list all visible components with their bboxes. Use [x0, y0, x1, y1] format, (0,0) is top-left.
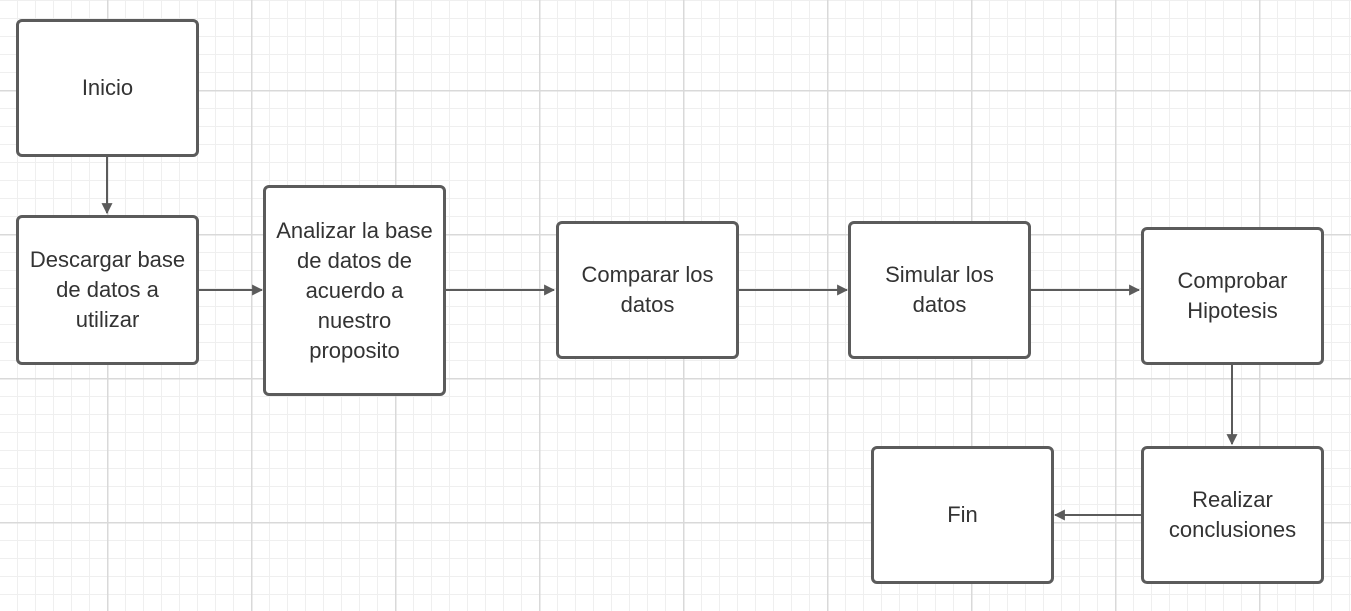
- node-descargar-label: Descargar base de datos a utilizar: [29, 247, 186, 332]
- node-simular[interactable]: Simular los datos: [848, 221, 1031, 359]
- node-comprobar-label: Comprobar Hipotesis: [1177, 268, 1288, 323]
- node-comparar[interactable]: Comparar los datos: [556, 221, 739, 359]
- node-analizar[interactable]: Analizar la base de datos de acuerdo a n…: [263, 185, 446, 396]
- node-inicio[interactable]: Inicio: [16, 19, 199, 157]
- node-descargar[interactable]: Descargar base de datos a utilizar: [16, 215, 199, 365]
- node-analizar-label: Analizar la base de datos de acuerdo a n…: [276, 217, 433, 363]
- node-fin-label: Fin: [947, 502, 978, 527]
- node-simular-label: Simular los datos: [885, 262, 994, 317]
- node-realizar-label: Realizar conclusiones: [1168, 487, 1297, 542]
- node-fin[interactable]: Fin: [871, 446, 1054, 584]
- node-realizar[interactable]: Realizar conclusiones: [1141, 446, 1324, 584]
- node-comparar-label: Comparar los datos: [581, 262, 714, 317]
- node-inicio-label: Inicio: [81, 75, 134, 100]
- node-comprobar[interactable]: Comprobar Hipotesis: [1141, 227, 1324, 365]
